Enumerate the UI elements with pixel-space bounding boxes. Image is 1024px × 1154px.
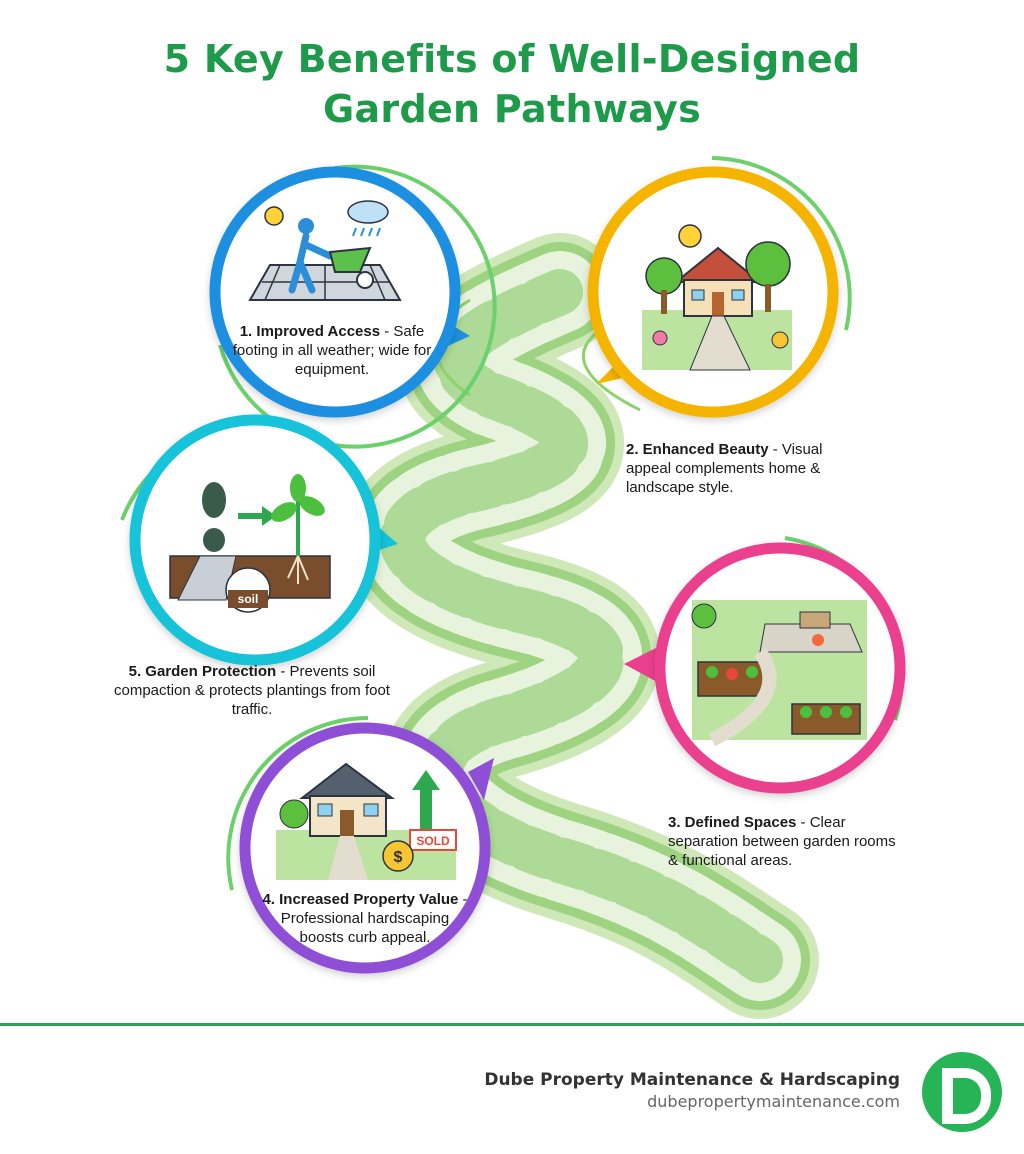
svg-text:$: $ [394, 849, 403, 866]
footer-brand: Dube Property Maintenance & Hardscaping … [484, 1069, 900, 1113]
caption-property-value: 4. Increased Property Value - Profession… [262, 891, 468, 946]
benefit-circle-beauty [587, 156, 852, 418]
house-garden-icon [642, 224, 792, 371]
footer-divider [0, 1023, 1024, 1026]
benefit-circle-value: SOLD $ [226, 716, 494, 974]
title-line-2: Garden Pathways [323, 87, 701, 131]
house-sold-icon: SOLD $ [276, 762, 457, 880]
benefit-circle-spaces [624, 536, 906, 794]
company-url: dubepropertymaintenance.com [647, 1092, 900, 1111]
company-name: Dube Property Maintenance & Hardscaping [484, 1070, 900, 1090]
logo-d-letter-icon [942, 1068, 991, 1124]
caption-enhanced-beauty: 2. Enhanced Beauty - Visual appeal compl… [626, 441, 823, 496]
svg-text:SOLD: SOLD [416, 834, 450, 848]
brand-logo [922, 1052, 1002, 1132]
caption-defined-spaces: 3. Defined Spaces - Clear separation bet… [668, 814, 896, 869]
soil-label: soil [238, 592, 259, 606]
winding-garden-path [343, 233, 819, 1019]
caption-garden-protection: 5. Garden Protection - Prevents soil com… [114, 663, 390, 718]
title-line-1: 5 Key Benefits of Well-Designed [163, 37, 861, 81]
walking-wheelbarrow-icon [248, 200, 402, 301]
benefit-circle-protection: soil [120, 414, 398, 666]
caption-improved-access: 1. Improved Access - Safe footing in all… [232, 323, 432, 378]
garden-rooms-icon [691, 600, 867, 747]
benefit-circle-access [209, 164, 497, 449]
page-title: 5 Key Benefits of Well-Designed Garden P… [0, 34, 1024, 134]
boot-plant-icon [169, 474, 331, 613]
infographic-art: soil [120, 156, 906, 1019]
